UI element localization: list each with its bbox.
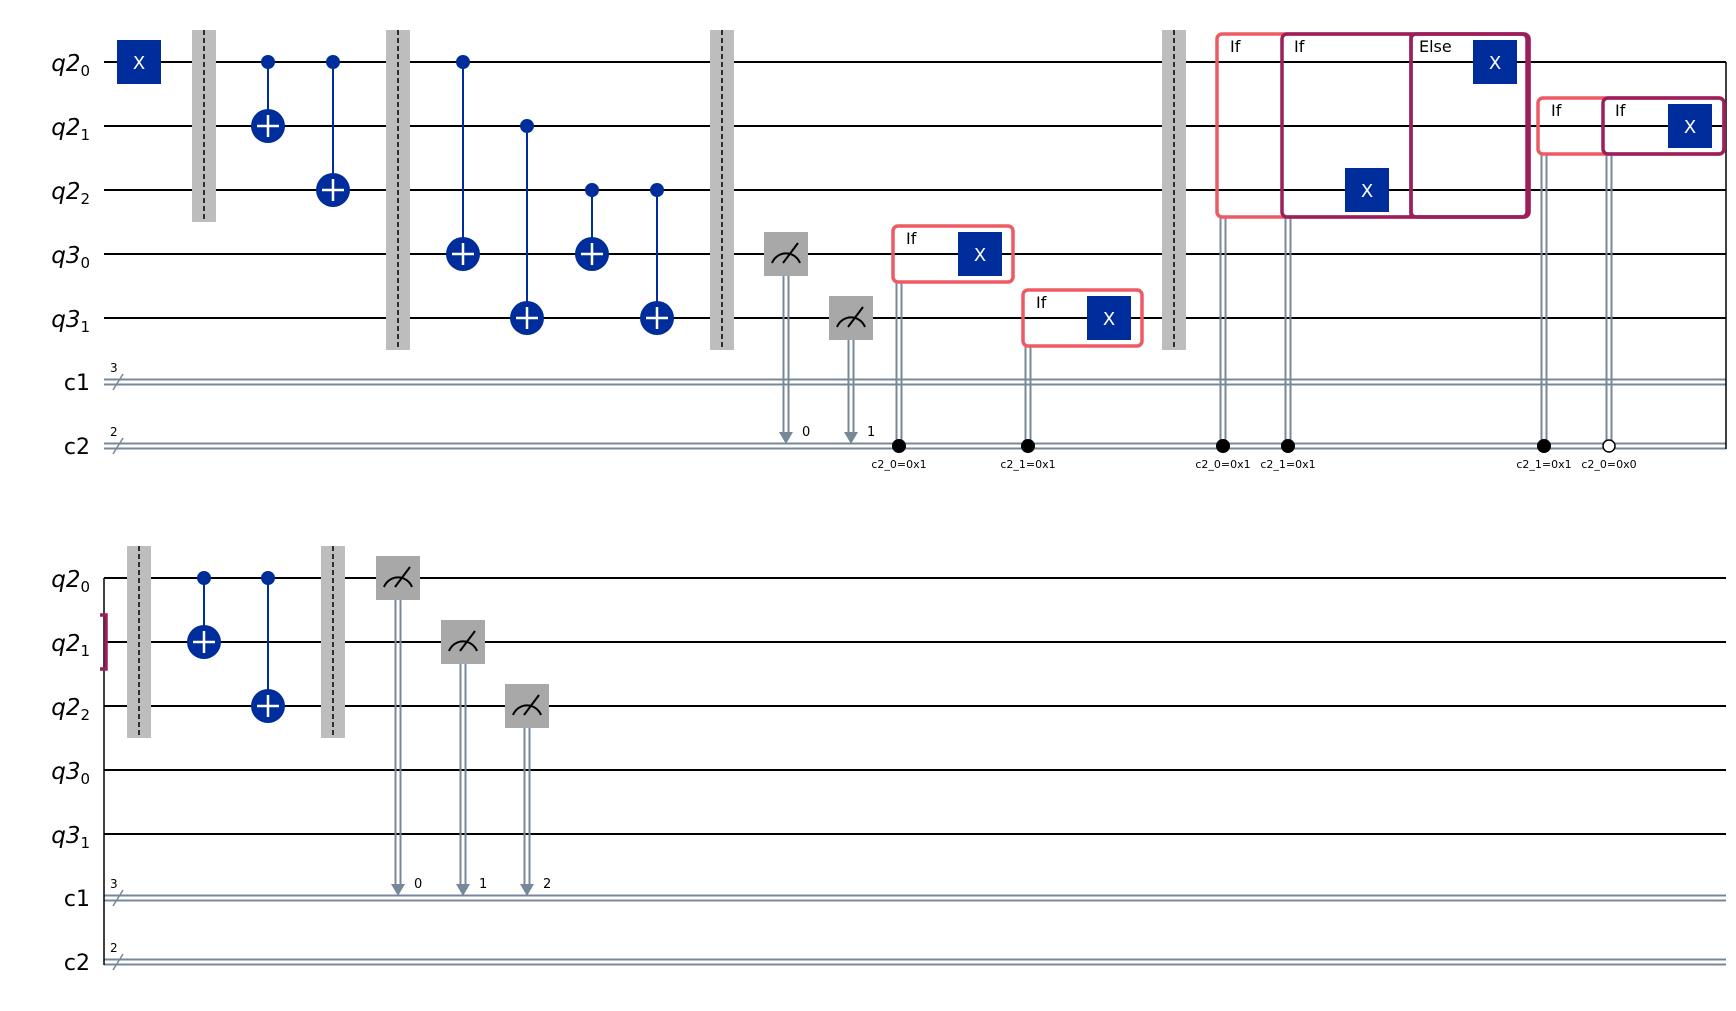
x-gate-label: X: [133, 53, 145, 74]
clbit-label: c2: [64, 951, 90, 976]
condition-label: c2_0=0x1: [871, 458, 926, 471]
if-block-label: If: [1551, 101, 1562, 120]
condition-dot: [1216, 439, 1230, 453]
measure-bit-index: 1: [867, 425, 875, 440]
x-gate: [1668, 104, 1712, 148]
measure-meter-needle: [847, 306, 864, 328]
cnot-control: [261, 571, 275, 585]
measure-arrow: [391, 884, 405, 896]
bundle-size: 3: [110, 877, 118, 891]
if-block-label: If: [1230, 37, 1241, 56]
measure-bit-index: 2: [543, 877, 551, 892]
measure-meter-arc: [771, 252, 801, 264]
measure-bit-index: 1: [479, 877, 487, 892]
condition-label: c2_1=0x1: [1516, 458, 1571, 471]
cnot-control: [261, 55, 275, 69]
x-gate-label: X: [1684, 117, 1696, 138]
measure-arrow: [844, 432, 858, 444]
qubit-label: q31: [51, 307, 90, 336]
bundle-slash: [112, 953, 124, 971]
measure-meter-arc: [836, 316, 866, 328]
qubit-label: q30: [51, 759, 90, 788]
qubit-label: q20: [51, 51, 90, 80]
x-gate: [1345, 168, 1389, 212]
measure-meter-needle: [394, 566, 411, 588]
bundle-size: 2: [110, 425, 118, 439]
measure-bit-index: 0: [802, 425, 810, 440]
if-block-label: If: [1294, 37, 1305, 56]
condition-dot: [1537, 439, 1551, 453]
circuit-row-2: 3 2 q20 q21 q22 q30 q31 c1 c2 0 1 2: [51, 546, 1726, 976]
condition-label: c2_0=0x1: [1195, 458, 1250, 471]
qubit-label: q21: [51, 631, 90, 660]
qubit-label: q31: [51, 823, 90, 852]
x-gate-label: X: [1489, 53, 1501, 74]
bundle-slash: [112, 437, 124, 455]
cnot-control: [456, 55, 470, 69]
measure-meter-needle: [459, 630, 476, 652]
condition-label: c2_1=0x1: [1260, 458, 1315, 471]
condition-label: c2_0=0x0: [1581, 458, 1636, 471]
if-block: [891, 224, 1015, 284]
cnot-control: [650, 183, 664, 197]
x-gate-label: X: [1361, 181, 1373, 202]
cnot-control: [326, 55, 340, 69]
if-block-label: If: [1036, 293, 1047, 312]
if-block-label: If: [906, 229, 917, 248]
measure-meter-needle: [523, 694, 540, 716]
if-block: [1021, 288, 1144, 348]
bundle-size: 3: [110, 361, 118, 375]
clbit-label: c2: [64, 435, 90, 460]
clbit-label: c1: [64, 371, 90, 396]
x-gate: [117, 40, 161, 84]
if-block-label: If: [1615, 101, 1626, 120]
bundle-slash: [112, 889, 124, 907]
measure-meter-arc: [448, 640, 478, 652]
qubit-label: q22: [51, 179, 90, 208]
x-gate: [958, 232, 1002, 276]
measure-bit-index: 0: [414, 877, 422, 892]
else-block-label: Else: [1419, 37, 1452, 56]
condition-dot: [892, 439, 906, 453]
x-gate: [1087, 296, 1131, 340]
cnot-control: [197, 571, 211, 585]
condition-dot: [1021, 439, 1035, 453]
measure-arrow: [456, 884, 470, 896]
else-block: [1409, 32, 1529, 219]
measure-meter-arc: [383, 576, 413, 588]
bundle-size: 2: [110, 941, 118, 955]
x-gate-label: X: [974, 245, 986, 266]
cnot-control: [520, 119, 534, 133]
x-gate-label: X: [1103, 309, 1115, 330]
measure-arrow: [520, 884, 534, 896]
clbit-label: c1: [64, 887, 90, 912]
if-block-inner: [1601, 96, 1726, 156]
x-gate: [1473, 40, 1517, 84]
qubit-label: q22: [51, 695, 90, 724]
condition-label: c2_1=0x1: [1000, 458, 1055, 471]
qubit-label: q20: [51, 567, 90, 596]
qubit-label: q30: [51, 243, 90, 272]
condition-open-dot: [1602, 439, 1616, 453]
measure-meter-needle: [782, 242, 799, 264]
cnot-control: [585, 183, 599, 197]
if-block-inner: [1280, 32, 1531, 219]
measure-arrow: [779, 432, 793, 444]
qubit-label: q21: [51, 115, 90, 144]
bundle-slash: [112, 373, 124, 391]
measure-meter-arc: [512, 704, 542, 716]
if-block-continuation: [100, 613, 108, 671]
condition-dot: [1281, 439, 1295, 453]
